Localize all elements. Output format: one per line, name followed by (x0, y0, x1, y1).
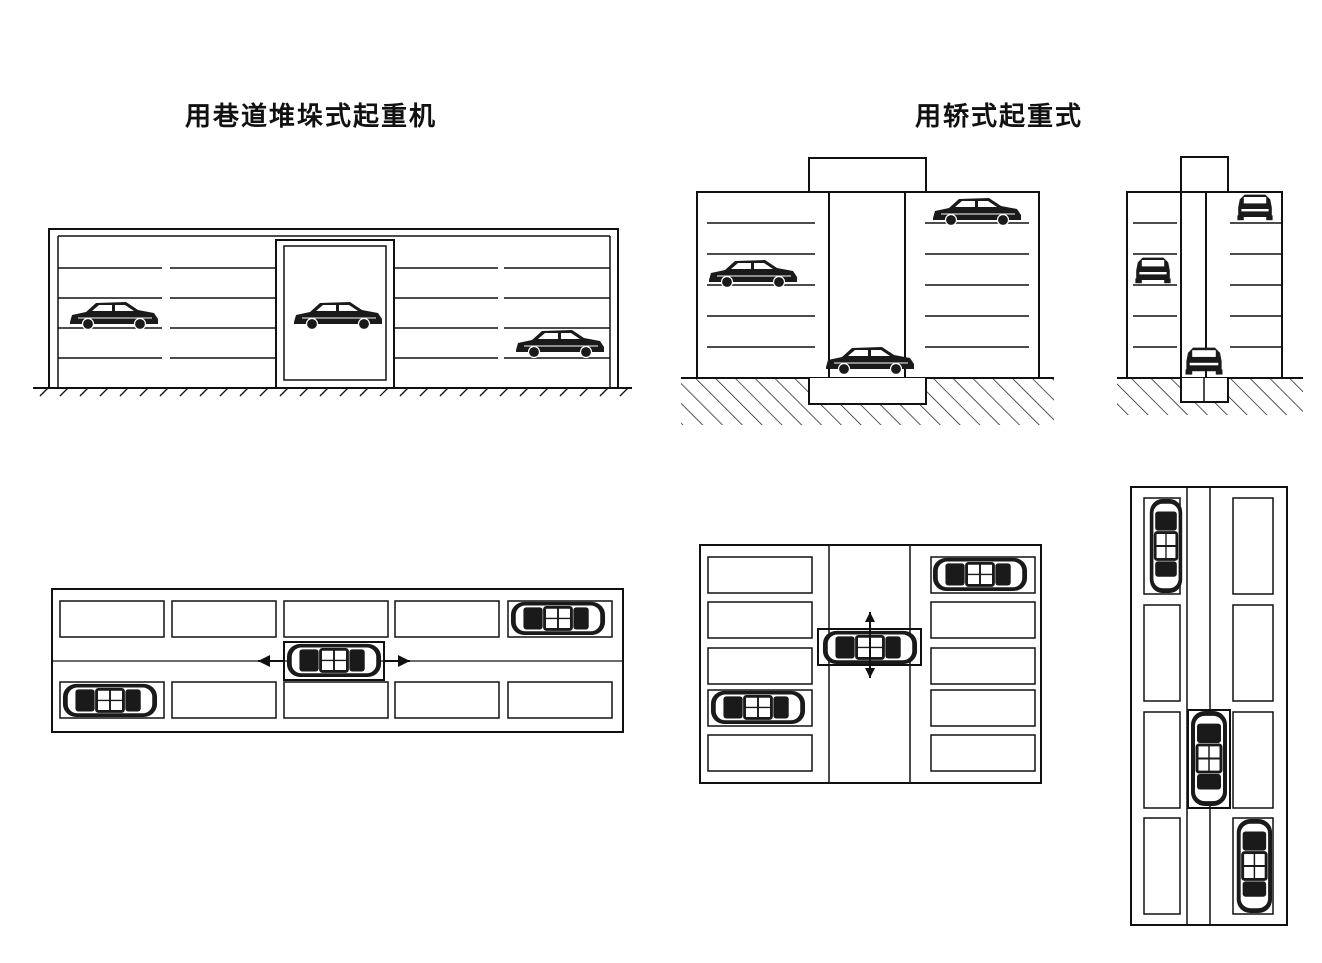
car-front-icon (1237, 194, 1273, 221)
car-side-icon (825, 346, 915, 376)
car-top-icon (1235, 817, 1274, 915)
car-top-icon (931, 556, 1029, 593)
car-front-icon (1135, 257, 1171, 284)
car-top-icon (285, 642, 383, 679)
car-side-icon (515, 329, 605, 359)
stacker-side-view (33, 228, 632, 397)
car-side-icon (708, 259, 798, 289)
car-side-icon (69, 301, 159, 331)
lift-plan-view (699, 544, 1042, 784)
lift-side-view (681, 157, 1054, 425)
car-top-icon (709, 689, 807, 726)
lift-plan-narrow-view (1130, 486, 1288, 926)
car-lift-title: 用轿式起重式 (915, 102, 1084, 132)
car-top-icon (1189, 709, 1229, 808)
car-top-icon (61, 682, 159, 719)
car-side-icon (932, 197, 1022, 227)
stacker-crane-title: 用巷道堆垛式起重机 (185, 102, 438, 132)
car-front-icon (1185, 347, 1223, 375)
turntable-arrow-icon (865, 612, 875, 678)
car-top-icon (1148, 497, 1184, 595)
lift-front-view (1117, 156, 1303, 415)
car-top-icon (509, 600, 607, 637)
stacker-plan-view (51, 588, 624, 733)
car-side-icon (293, 301, 383, 331)
travel-arrow-icon (258, 655, 410, 667)
